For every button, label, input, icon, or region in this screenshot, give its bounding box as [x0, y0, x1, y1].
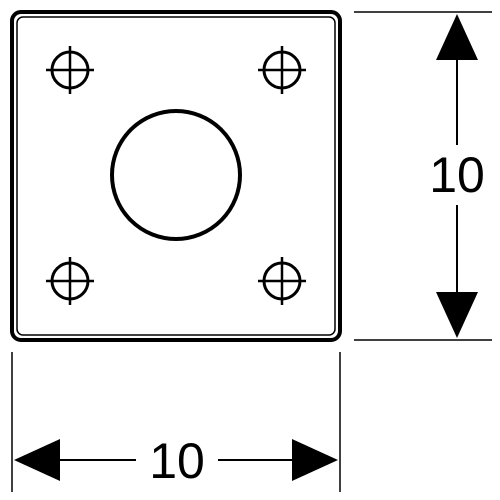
center-opening	[110, 109, 242, 241]
width-arrow-left-icon	[14, 439, 60, 481]
height-dimension: 10	[354, 11, 492, 341]
mounting-hole-top-left	[46, 46, 94, 94]
height-dimension-label: 10	[429, 147, 485, 203]
width-arrow-right-icon	[292, 439, 338, 481]
plate-outer-edge	[10, 10, 342, 342]
mounting-hole-bottom-right	[258, 257, 306, 305]
mounting-hole-bottom-left	[46, 257, 94, 305]
plate-inner-edge	[16, 16, 336, 336]
height-arrow-up-icon	[436, 14, 478, 60]
width-dimension: 10	[11, 352, 341, 492]
plate	[10, 10, 342, 342]
width-dimension-label: 10	[149, 433, 205, 489]
height-arrow-down-icon	[436, 292, 478, 338]
mounting-hole-top-right	[258, 46, 306, 94]
